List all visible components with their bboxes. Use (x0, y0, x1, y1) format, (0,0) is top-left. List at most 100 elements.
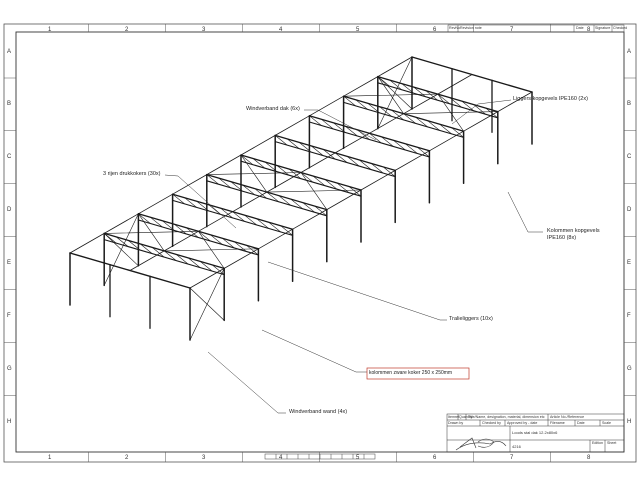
grid-col-top-7: 7 (510, 27, 514, 33)
truss-diagonal (334, 152, 348, 163)
grid-row-left-G: G (7, 366, 12, 372)
purlin (292, 209, 328, 230)
wall-bracing (189, 287, 225, 321)
truss-diagonal (425, 90, 439, 101)
purlin (232, 191, 268, 213)
truss-diagonal (234, 241, 247, 252)
scale-bar (264, 453, 376, 460)
grid-row-right-H: H (627, 419, 632, 425)
truss-diagonal (222, 238, 235, 249)
title-date-label: Date (577, 421, 585, 425)
truss-diagonal (115, 236, 129, 247)
truss-diagonal (417, 147, 430, 158)
grid-col-top-6: 6 (433, 27, 437, 33)
truss-diagonal (286, 138, 300, 149)
purlin (197, 211, 234, 232)
truss-diagonal (343, 95, 356, 107)
purlin (300, 152, 336, 173)
truss-diagonal (348, 186, 362, 197)
grid-col-top-5: 5 (356, 27, 360, 33)
wall-bracing (103, 233, 139, 267)
grid-col-bottom-4: 4 (279, 455, 283, 461)
truss-diagonal (151, 247, 165, 258)
truss-diagonal (321, 119, 334, 130)
title-approved-by-label: Approved by - date (507, 421, 538, 425)
highlight-box (366, 367, 470, 380)
purlin (326, 189, 362, 211)
title-drawing-name: Loods stal dak 12.2x80x6 (512, 430, 558, 435)
truss-diagonal (369, 133, 382, 144)
purlin (206, 154, 242, 176)
truss-diagonal (174, 224, 187, 235)
callout-liggers-kopgevels: Liggers kopgevels IPE160 (2x) (513, 96, 588, 102)
purlin (394, 150, 430, 171)
truss-diagonal (391, 109, 404, 121)
title-block (446, 413, 625, 453)
truss-diagonal (172, 193, 185, 205)
truss-diagonal (163, 250, 177, 261)
truss-diagonal (184, 197, 197, 208)
title-drawing-number: 4216 (512, 444, 521, 449)
truss-diagonal (379, 106, 392, 117)
grid-col-bottom-3: 3 (202, 455, 206, 461)
grid-row-left-D: D (7, 207, 12, 213)
steel-structure-drawing (69, 56, 533, 341)
truss-diagonal (358, 159, 372, 170)
truss-diagonal (309, 115, 322, 126)
truss-diagonal (288, 168, 302, 179)
title-edition-label: Edition (592, 441, 603, 445)
purlin (163, 230, 199, 252)
callout-kolommen-kopgevels-line1: Kolommen kopgevels (547, 228, 600, 234)
truss-diagonal (473, 104, 487, 115)
truss-diagonal (240, 154, 254, 165)
truss-diagonal (405, 143, 418, 154)
truss-diagonal (314, 205, 328, 217)
purlin (308, 95, 345, 117)
truss-diagonal (186, 227, 199, 238)
grid-col-top-4: 4 (279, 27, 283, 33)
grid-row-left-A: A (7, 49, 12, 55)
truss-diagonal (252, 158, 266, 169)
revision-checked-label: Checked (613, 26, 628, 30)
column-ticks (88, 24, 551, 462)
truss-diagonal (324, 179, 338, 190)
truss-diagonal (199, 261, 213, 272)
outer-frame (3, 23, 637, 463)
purlin (240, 134, 276, 156)
truss-diagonal (266, 191, 280, 203)
truss-diagonal (206, 174, 220, 185)
title-quantity-label: Quantity (459, 415, 473, 419)
purlin (129, 250, 165, 271)
purlin (403, 93, 439, 115)
grid-row-right-G: G (627, 366, 632, 372)
callout-kolommen-zware-koker: kolommen zware koker 250 x 250mm (369, 370, 453, 376)
purlin (497, 91, 533, 112)
truss-diagonal (312, 175, 326, 186)
truss-diagonal (246, 245, 259, 256)
grid-col-bottom-6: 6 (433, 455, 437, 461)
truss-diagonal (451, 127, 464, 138)
grid-row-right-A: A (627, 49, 632, 55)
purlin (69, 232, 105, 254)
purlin (266, 172, 302, 193)
revision-rev-label: RevNo (449, 26, 460, 30)
truss-diagonal (268, 221, 281, 233)
truss-diagonal (381, 136, 394, 147)
truss-diagonal (370, 163, 384, 174)
purlin (463, 111, 499, 132)
revision-table (447, 24, 625, 33)
truss-diagonal (276, 165, 290, 176)
purlin (360, 169, 396, 191)
purlin (377, 56, 413, 77)
truss-diagonal (220, 207, 233, 219)
truss-diagonal (355, 99, 368, 110)
callout-windverband-dak: Windverband dak (6x) (246, 106, 300, 112)
row-ticks (4, 77, 636, 396)
grid-row-right-B: B (627, 101, 632, 107)
truss-diagonal (256, 218, 269, 229)
truss-diagonal (232, 211, 245, 222)
truss-diagonal (345, 126, 358, 137)
roof-bracing (300, 172, 328, 210)
purlin (189, 267, 225, 289)
purlin (137, 193, 174, 215)
